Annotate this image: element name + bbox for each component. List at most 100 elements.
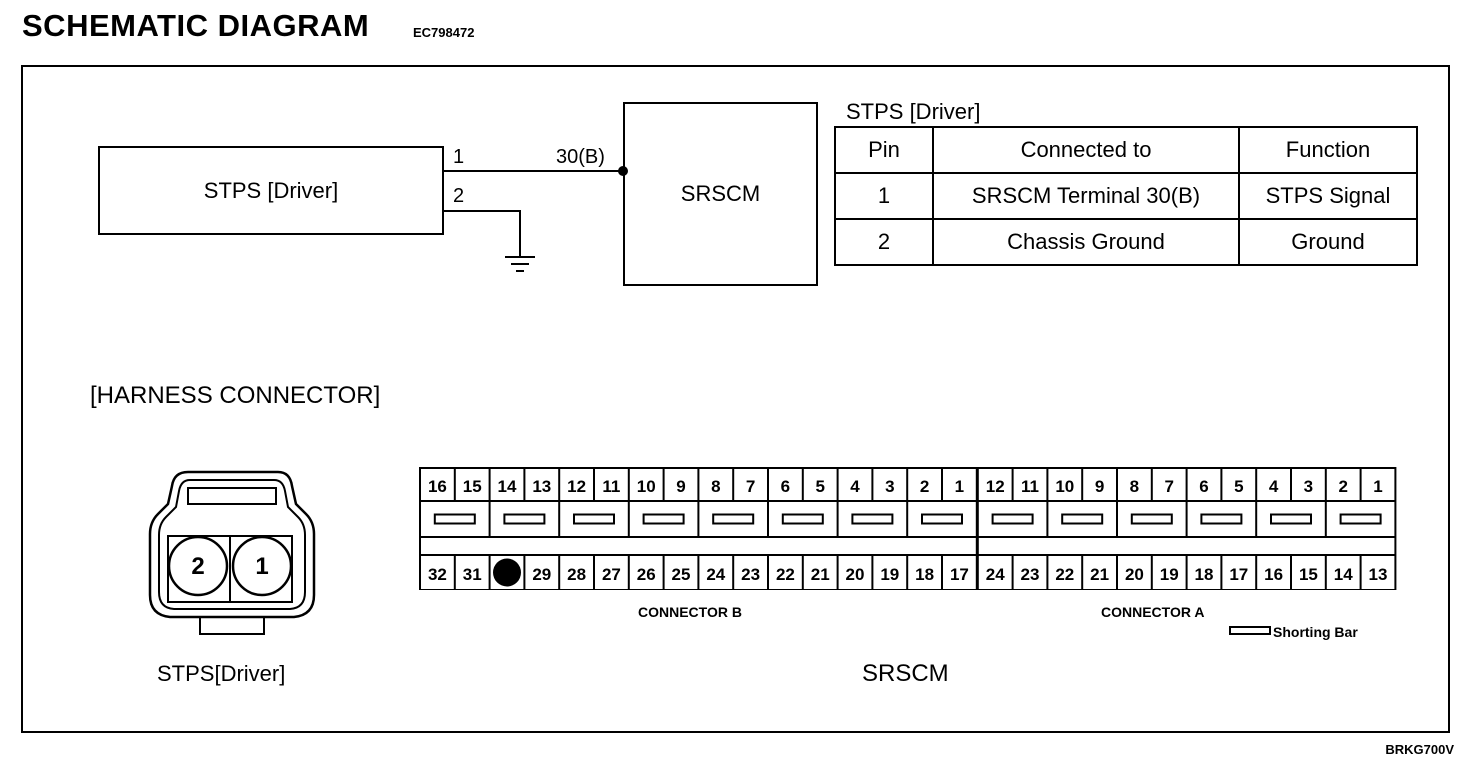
connector-b-pin-15: 15: [463, 477, 482, 496]
shorting-bar-legend: [1229, 626, 1271, 635]
connector-b-pin-21: 21: [811, 565, 830, 584]
connector-a-pin-9: 9: [1095, 477, 1104, 496]
connector-a-shorting-bar: [1270, 513, 1312, 525]
connector-a-pin-5: 5: [1234, 477, 1243, 496]
connector-b-pin-7: 7: [746, 477, 755, 496]
pin2-wire: [444, 210, 520, 212]
connected-col-header: Connected to: [932, 126, 1240, 174]
connector-b-shorting-bar: [642, 513, 685, 525]
junction-dot: [618, 166, 628, 176]
connector-a-pin-18: 18: [1195, 565, 1214, 584]
pin-table-header: Pin Connected to Function: [834, 126, 1418, 174]
page-title: SCHEMATIC DIAGRAM: [22, 8, 370, 43]
connector-b-pin-17: 17: [950, 565, 969, 584]
connector-a-shorting-bar: [1339, 513, 1382, 525]
connector-b-pin-8: 8: [711, 477, 720, 496]
connector-a-pin-3: 3: [1304, 477, 1313, 496]
shorting-bar-label: Shorting Bar: [1273, 624, 1358, 640]
connector-a-pin-13: 13: [1369, 565, 1388, 584]
table-row: 1 SRSCM Terminal 30(B) STPS Signal: [834, 172, 1418, 220]
row2-function: Ground: [1238, 218, 1418, 266]
connector-a-label: CONNECTOR A: [1101, 604, 1205, 620]
connector-b-pin-14: 14: [498, 477, 517, 496]
connector-a-pin-4: 4: [1269, 477, 1279, 496]
connector-b-pin-27: 27: [602, 565, 621, 584]
row2-pin: 2: [834, 218, 934, 266]
stps-pin-1-label: 1: [255, 553, 268, 580]
connector-a-pin-2: 2: [1338, 477, 1347, 496]
connector-b-shorting-bar: [433, 513, 476, 525]
pin2-label: 2: [453, 185, 465, 207]
ground-wire: [519, 210, 521, 257]
pin-table: Pin Connected to Function 1 SRSCM Termin…: [834, 126, 1418, 266]
connector-b-pin-12: 12: [567, 477, 586, 496]
row1-pin: 1: [834, 172, 934, 220]
connector-b-shorting-bar: [573, 513, 615, 525]
stps-pin-1: [231, 535, 293, 597]
connector-b-pin-10: 10: [637, 477, 656, 496]
stps-driver-label: STPS [Driver]: [203, 177, 339, 203]
connector-b-pin-30-filled: [493, 558, 521, 587]
pin1-wire: [444, 170, 624, 172]
connector-b-pin-32: 32: [428, 565, 447, 584]
connector-b-pin-26: 26: [637, 565, 656, 584]
connector-a-pin-10: 10: [1055, 477, 1074, 496]
stps-driver-box: STPS [Driver]: [98, 146, 444, 235]
connector-a-pin-23: 23: [1021, 565, 1040, 584]
connector-b-pin-22: 22: [776, 565, 795, 584]
connector-b-shorting-bar: [921, 513, 963, 525]
connector-b-pin-23: 23: [741, 565, 760, 584]
connector-a-pin-17: 17: [1229, 565, 1248, 584]
connector-b-pin-16: 16: [428, 477, 447, 496]
connector-b-pin-13: 13: [532, 477, 551, 496]
row1-function: STPS Signal: [1238, 172, 1418, 220]
row1-connected: SRSCM Terminal 30(B): [932, 172, 1240, 220]
connector-b-pin-28: 28: [567, 565, 586, 584]
connector-a-shorting-bar: [1200, 513, 1243, 525]
stps-pin-2-label: 2: [191, 553, 204, 580]
document-code: EC798472: [413, 25, 475, 40]
srscm-caption: SRSCM: [862, 660, 949, 687]
connector-b-pin-6: 6: [781, 477, 790, 496]
connector-b-pin-2: 2: [920, 477, 929, 496]
figure-code: BRKG700V: [1385, 742, 1454, 757]
connector-b-pin-3: 3: [885, 477, 894, 496]
connector-b-pin-20: 20: [846, 565, 865, 584]
connector-a-pin-12: 12: [986, 477, 1005, 496]
connector-b-pin-19: 19: [880, 565, 899, 584]
connector-a-pin-11: 11: [1021, 477, 1039, 496]
connector-a-pin-14: 14: [1334, 565, 1353, 584]
pin-col-header: Pin: [834, 126, 934, 174]
stps-connector-drawing: 2 1: [148, 470, 316, 635]
connector-b-shorting-bar: [851, 513, 894, 525]
connector-a-pin-19: 19: [1160, 565, 1179, 584]
connector-b-pin-24: 24: [706, 565, 725, 584]
connector-b-pin-29: 29: [532, 565, 551, 584]
connector-b-pin-25: 25: [672, 565, 691, 584]
pin1-label: 1: [453, 146, 465, 168]
connector-a-shorting-bar: [1061, 513, 1104, 525]
diagram-frame: [21, 65, 1450, 733]
connector-a-shorting-bar: [991, 513, 1034, 525]
connector-b-pin-18: 18: [915, 565, 934, 584]
connector-a-pin-24: 24: [986, 565, 1005, 584]
connector-b-pin-4: 4: [850, 477, 860, 496]
row2-connected: Chassis Ground: [932, 218, 1240, 266]
connector-b-pin-31: 31: [463, 565, 482, 584]
connector-a-shorting-bar: [1130, 513, 1173, 525]
connector-a-pin-6: 6: [1199, 477, 1208, 496]
connector-a-pin-22: 22: [1055, 565, 1074, 584]
connector-b-pin-5: 5: [815, 477, 824, 496]
connector-a-pin-1: 1: [1373, 477, 1382, 496]
srscm-box: SRSCM: [623, 102, 818, 286]
srscm-label: SRSCM: [680, 181, 761, 206]
harness-title: [HARNESS CONNECTOR]: [90, 382, 381, 409]
connector-b-label: CONNECTOR B: [638, 604, 742, 620]
pin-table-title: STPS [Driver]: [846, 99, 981, 124]
connector-a-pin-7: 7: [1164, 477, 1173, 496]
connector-a-pin-8: 8: [1130, 477, 1139, 496]
table-row: 2 Chassis Ground Ground: [834, 218, 1418, 266]
connector-a-pin-15: 15: [1299, 565, 1318, 584]
connector-a-pin-16: 16: [1264, 565, 1283, 584]
connector-b-pin-9: 9: [676, 477, 685, 496]
